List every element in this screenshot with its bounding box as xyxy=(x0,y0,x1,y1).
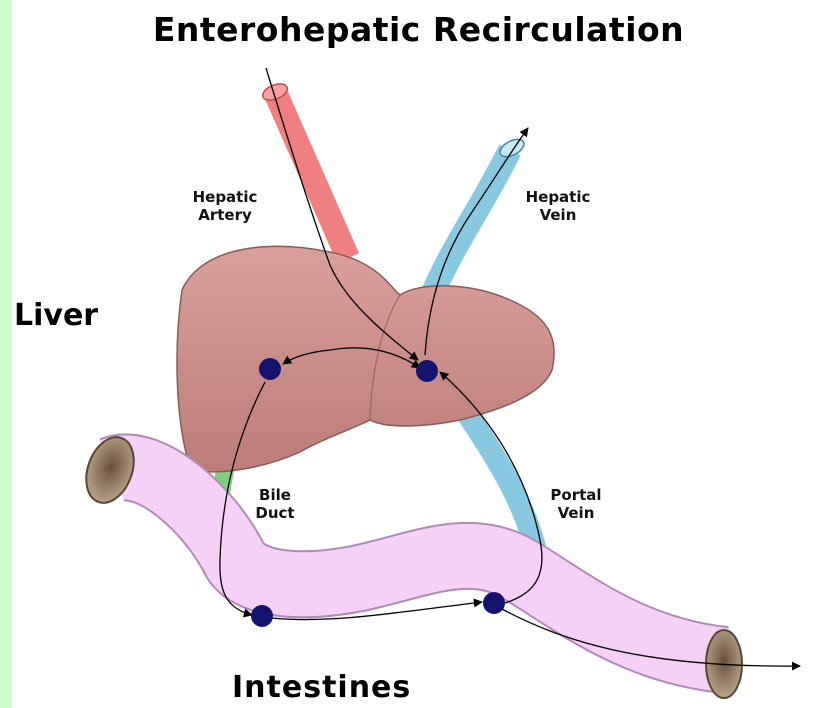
intestines-label: Intestines xyxy=(232,670,411,706)
intestine-tube-fill xyxy=(112,467,725,660)
hepatic-artery-label: Hepatic Artery xyxy=(185,188,265,224)
drug-dot-intestine-right xyxy=(483,592,505,614)
hepatic-artery-vessel xyxy=(275,92,348,258)
drug-dot-intestine-left xyxy=(251,605,273,627)
diagram-title: Enterohepatic Recirculation xyxy=(0,10,837,49)
bile-duct-label: Bile Duct xyxy=(245,486,305,522)
portal-vein-label: Portal Vein xyxy=(536,486,616,522)
drug-dot-liver-right xyxy=(416,360,438,382)
drug-dot-liver-left xyxy=(259,358,281,380)
hepatic-vein-label: Hepatic Vein xyxy=(518,188,598,224)
liver-label: Liver xyxy=(14,298,98,334)
